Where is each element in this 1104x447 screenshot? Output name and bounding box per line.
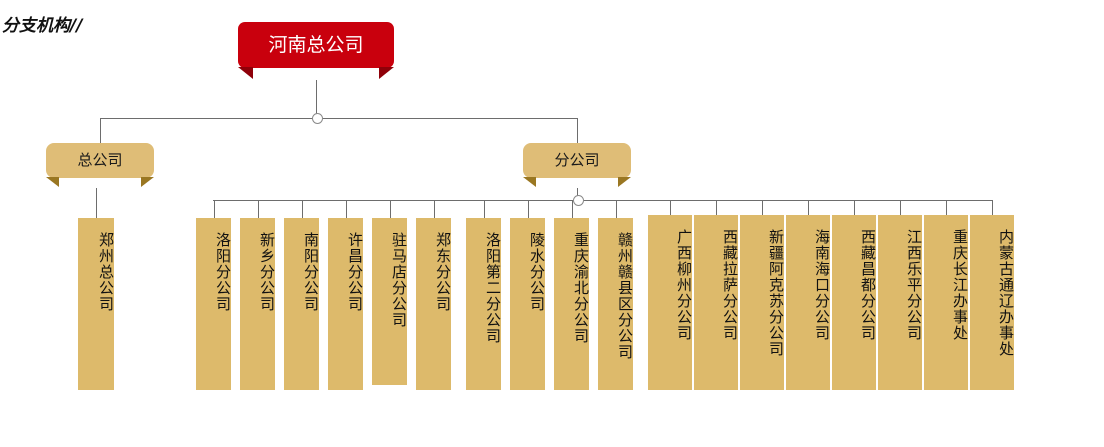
leaf-node-label: 许昌分公司 <box>346 232 363 312</box>
connector-drop-branch <box>577 118 578 143</box>
connector-leaf-stem <box>484 200 485 218</box>
leaf-node-label: 驻马店分公司 <box>390 232 407 328</box>
leaf-node[interactable]: 重庆渝北分公司 <box>554 218 589 390</box>
leaf-node[interactable]: 广西柳州分公司 <box>648 215 692 390</box>
leaf-node[interactable]: 西藏昌都分公司 <box>832 215 876 390</box>
leaf-node[interactable]: 重庆长江办事处 <box>924 215 968 390</box>
connector-drop-head-office <box>100 118 101 143</box>
leaf-node-label: 赣州赣县区分公司 <box>616 232 633 360</box>
ribbon-tail-left-icon <box>46 177 59 187</box>
connector-leaf-stem <box>214 200 215 218</box>
connector-leaf-stem <box>900 200 901 215</box>
node-branch-label: 分公司 <box>554 151 600 169</box>
connector-branch-stem <box>577 188 578 200</box>
leaf-node-label: 海南海口分公司 <box>813 229 830 341</box>
ribbon-tail-left-icon <box>523 177 536 187</box>
connector-branch-bus <box>213 200 993 201</box>
connector-joint-root <box>312 113 323 124</box>
node-head-office[interactable]: 总公司 <box>46 143 154 187</box>
connector-leaf-stem <box>808 200 809 215</box>
connector-leaf-stem <box>946 200 947 215</box>
leaf-node-label: 新乡分公司 <box>258 232 275 312</box>
connector-level1-bus <box>100 118 577 119</box>
leaf-node[interactable]: 陵水分公司 <box>510 218 545 390</box>
leaf-node[interactable]: 赣州赣县区分公司 <box>598 218 633 390</box>
leaf-node[interactable]: 江西乐平分公司 <box>878 215 922 390</box>
leaf-node-label: 南阳分公司 <box>302 232 319 312</box>
ribbon-tail-right-icon <box>141 177 154 187</box>
leaf-node[interactable]: 洛阳分公司 <box>196 218 231 390</box>
leaf-node-label: 洛阳第二分公司 <box>484 232 501 344</box>
connector-leaf-stem <box>572 200 573 218</box>
connector-leaf-stem <box>992 200 993 215</box>
ribbon-tail-left-icon <box>238 67 253 79</box>
leaf-node-label: 西藏拉萨分公司 <box>721 229 738 341</box>
leaf-node[interactable]: 许昌分公司 <box>328 218 363 390</box>
leaf-node-label: 洛阳分公司 <box>214 232 231 312</box>
leaf-node[interactable]: 西藏拉萨分公司 <box>694 215 738 390</box>
connector-leaf-stem <box>258 200 259 218</box>
leaf-node-label: 郑州总公司 <box>97 232 114 312</box>
leaf-node[interactable]: 新疆阿克苏分公司 <box>740 215 784 390</box>
leaf-node-label: 重庆长江办事处 <box>951 229 968 341</box>
connector-leaf-stem <box>616 200 617 218</box>
leaf-node[interactable]: 南阳分公司 <box>284 218 319 390</box>
connector-leaf-stem <box>716 200 717 215</box>
leaf-node-label: 陵水分公司 <box>528 232 545 312</box>
leaf-node-label: 广西柳州分公司 <box>675 229 692 341</box>
node-root[interactable]: 河南总公司 <box>238 22 394 79</box>
ribbon-tail-right-icon <box>618 177 631 187</box>
ribbon-tail-right-icon <box>379 67 394 79</box>
connector-leaf-stem <box>302 200 303 218</box>
leaf-node[interactable]: 海南海口分公司 <box>786 215 830 390</box>
connector-leaf-stem <box>346 200 347 218</box>
leaf-node[interactable]: 驻马店分公司 <box>372 218 407 385</box>
leaf-node-label: 内蒙古通辽办事处 <box>997 229 1014 357</box>
leaf-node[interactable]: 新乡分公司 <box>240 218 275 390</box>
leaf-node-label: 重庆渝北分公司 <box>572 232 589 344</box>
leaf-node-label: 西藏昌都分公司 <box>859 229 876 341</box>
connector-head-office-stem <box>96 188 97 218</box>
leaf-node-label: 新疆阿克苏分公司 <box>767 229 784 357</box>
connector-leaf-stem <box>670 200 671 215</box>
connector-leaf-stem <box>854 200 855 215</box>
leaf-node[interactable]: 洛阳第二分公司 <box>466 218 501 390</box>
leaf-node[interactable]: 郑州总公司 <box>78 218 114 390</box>
connector-leaf-stem <box>762 200 763 215</box>
leaf-node[interactable]: 内蒙古通辽办事处 <box>970 215 1014 390</box>
node-head-office-label: 总公司 <box>77 151 123 169</box>
connector-root-stem <box>316 80 317 118</box>
leaf-node-label: 江西乐平分公司 <box>905 229 922 341</box>
node-branch[interactable]: 分公司 <box>523 143 631 187</box>
page-title: 分支机构// <box>2 16 83 36</box>
node-root-label: 河南总公司 <box>268 33 364 56</box>
connector-leaf-stem <box>434 200 435 218</box>
leaf-node-label: 郑东分公司 <box>434 232 451 312</box>
connector-leaf-stem <box>390 200 391 218</box>
leaf-node[interactable]: 郑东分公司 <box>416 218 451 390</box>
connector-leaf-stem <box>528 200 529 218</box>
connector-joint-branch <box>573 195 584 206</box>
